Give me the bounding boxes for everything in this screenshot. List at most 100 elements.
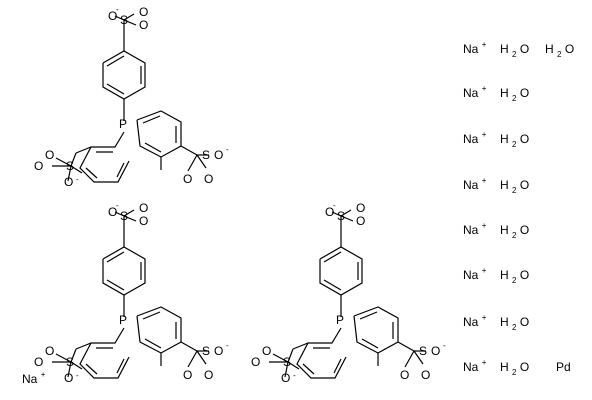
- water-molecule: H 2 O: [500, 315, 529, 333]
- oxygen-atom-right: O: [214, 344, 223, 358]
- water-o: O: [520, 268, 529, 282]
- ion-row-6: Na + H 2 O: [463, 266, 529, 286]
- water-molecule: H 2 O: [500, 360, 529, 378]
- sodium-ion: Na +: [463, 358, 487, 374]
- sulfur-atom-left: S: [283, 355, 291, 369]
- sodium-charge: +: [482, 266, 487, 275]
- oxygen-atom-right: O: [214, 148, 223, 162]
- sulfur-atom-top: S: [337, 209, 345, 223]
- bonds: [52, 209, 209, 379]
- oxygen-atom-right-lower: O: [183, 368, 192, 382]
- sodium-symbol: Na: [463, 132, 479, 146]
- oxygen-atom-right-lower: O: [400, 368, 409, 382]
- oxygen-atom-left-bottom: O: [64, 175, 73, 189]
- atom-labels: P S O - O O S O - O O S O O O -: [251, 201, 446, 385]
- water-o: O: [520, 42, 529, 56]
- oxygen-atom-top-right: O: [139, 201, 148, 215]
- water-subscript: 2: [512, 231, 517, 240]
- ion-row-8: Na + H 2 O Pd: [463, 358, 571, 378]
- water-molecule: H 2 O: [500, 132, 529, 150]
- atom-labels: P S O - O O S O - O O S O O O -: [34, 5, 229, 189]
- sulfur-atom-right: S: [419, 344, 427, 358]
- minus-charge-top: -: [116, 5, 119, 14]
- oxygen-atom-left-top: O: [262, 344, 271, 358]
- minus-charge-right: -: [226, 341, 229, 350]
- oxygen-atom-right: O: [431, 344, 440, 358]
- water-h: H: [500, 132, 509, 146]
- sodium-ion: Na +: [463, 130, 487, 146]
- oxygen-atom-right-lower: O: [183, 172, 192, 186]
- sodium-charge: +: [41, 370, 46, 379]
- sodium-symbol: Na: [463, 223, 479, 237]
- oxygen-atom-top-right-2: O: [139, 18, 148, 32]
- sulfur-atom-top: S: [120, 13, 128, 27]
- water-subscript: 2: [512, 368, 517, 377]
- water-h: H: [545, 42, 554, 56]
- water-h: H: [500, 268, 509, 282]
- sodium-symbol: Na: [463, 268, 479, 282]
- minus-charge-top: -: [116, 201, 119, 210]
- phosphorus-atom: P: [336, 313, 344, 327]
- bonds: [269, 209, 426, 379]
- sulfur-atom-right: S: [202, 344, 210, 358]
- oxygen-atom-left-top: O: [45, 344, 54, 358]
- water-o: O: [565, 42, 574, 56]
- water-o: O: [520, 223, 529, 237]
- oxygen-atom-top-left: O: [325, 205, 334, 219]
- water-subscript: 2: [512, 94, 517, 103]
- oxygen-atom-top-right: O: [139, 5, 148, 19]
- water-h: H: [500, 223, 509, 237]
- minus-charge-right: -: [226, 145, 229, 154]
- sulfur-atom-left: S: [66, 355, 74, 369]
- oxygen-atom-top-left: O: [108, 9, 117, 23]
- oxygen-atom-right-lower-2: O: [204, 172, 213, 186]
- ion-row-3: Na + H 2 O: [463, 130, 529, 150]
- oxygen-atom-left: O: [34, 159, 43, 173]
- oxygen-atom-right-lower-2: O: [204, 368, 213, 382]
- sodium-symbol: Na: [463, 178, 479, 192]
- sodium-ion-extra: Na +: [22, 370, 46, 386]
- oxygen-atom-left-bottom: O: [281, 371, 290, 385]
- water-molecule: H 2 O: [500, 268, 529, 286]
- sulfur-atom-right: S: [202, 148, 210, 162]
- water-subscript: 2: [512, 186, 517, 195]
- sodium-charge: +: [482, 40, 487, 49]
- bonds: [52, 13, 209, 183]
- sodium-ion: Na +: [463, 176, 487, 192]
- sodium-charge: +: [482, 313, 487, 322]
- sodium-charge: +: [482, 84, 487, 93]
- water-o: O: [520, 132, 529, 146]
- sodium-symbol: Na: [22, 372, 38, 386]
- oxygen-atom-left: O: [34, 355, 43, 369]
- sodium-charge: +: [482, 176, 487, 185]
- water-molecule: H 2 O: [545, 42, 574, 60]
- water-h: H: [500, 42, 509, 56]
- sodium-charge: +: [482, 221, 487, 230]
- oxygen-atom-right-lower-2: O: [421, 368, 430, 382]
- minus-charge-left: -: [293, 371, 296, 380]
- water-h: H: [500, 360, 509, 374]
- sodium-ion: Na +: [463, 313, 487, 329]
- sodium-ion: Na +: [463, 221, 487, 237]
- oxygen-atom-left-bottom: O: [64, 371, 73, 385]
- oxygen-atom-left-top: O: [45, 148, 54, 162]
- oxygen-atom-top-right-2: O: [139, 214, 148, 228]
- water-o: O: [520, 360, 529, 374]
- water-subscript: 2: [512, 50, 517, 59]
- minus-charge-right: -: [443, 341, 446, 350]
- sodium-charge: +: [482, 130, 487, 139]
- sodium-ion: Na +: [463, 40, 487, 56]
- water-h: H: [500, 315, 509, 329]
- sodium-ion: Na +: [463, 266, 487, 282]
- water-h: H: [500, 178, 509, 192]
- water-molecule: H 2 O: [500, 86, 529, 104]
- water-subscript: 2: [512, 323, 517, 332]
- oxygen-atom-top-left: O: [108, 205, 117, 219]
- sulfur-atom-top: S: [120, 209, 128, 223]
- phosphine-unit-2: P S O - O O S O - O O S O O O -: [34, 201, 229, 385]
- atom-labels: P S O - O O S O - O O S O O O -: [34, 201, 229, 385]
- minus-charge-left: -: [76, 371, 79, 380]
- oxygen-atom-left: O: [251, 355, 260, 369]
- ion-column: Na + H 2 O H 2 O Na + H 2 O: [463, 40, 574, 378]
